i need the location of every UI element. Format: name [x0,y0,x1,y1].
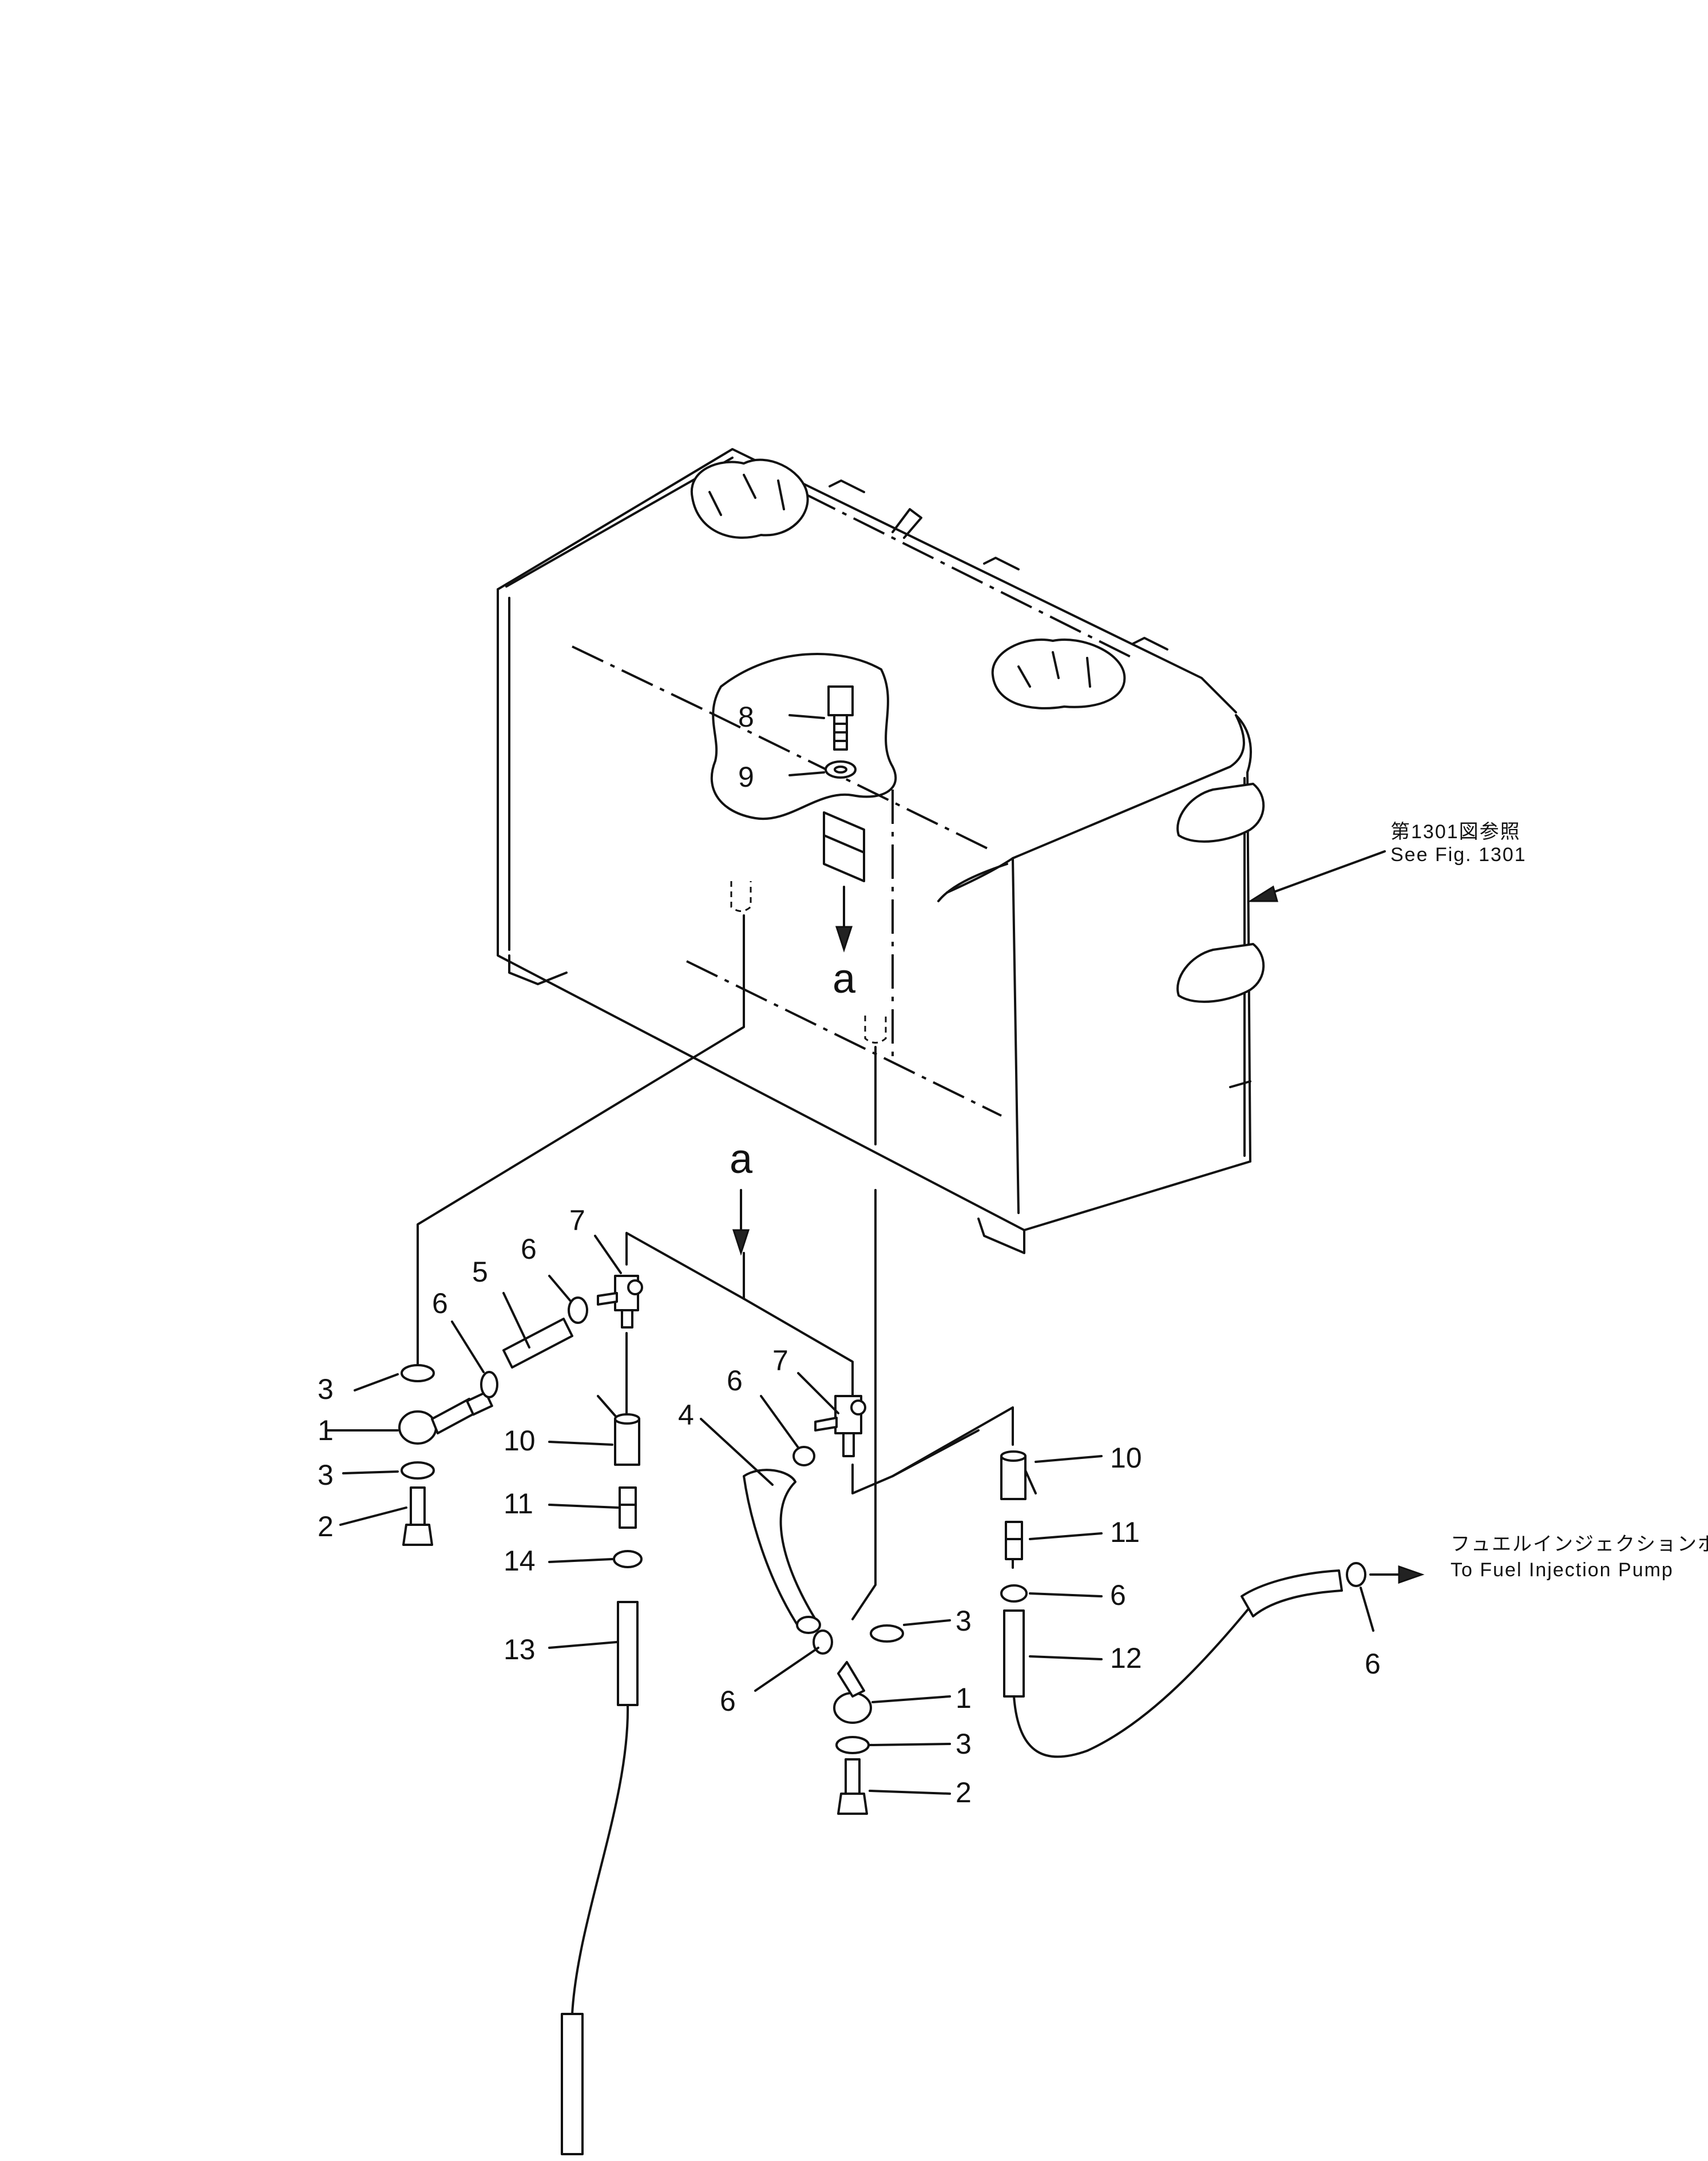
valve-7-b [814,1395,866,1457]
label-4: 4 [678,1399,694,1431]
clamp-14 [613,1550,643,1568]
label-11-l: 11 [504,1488,533,1520]
label-3-ul: 3 [318,1373,334,1405]
washer-3-upper-right [870,1624,904,1643]
label-12: 12 [1110,1642,1142,1674]
label-13: 13 [504,1633,536,1666]
label-9: 9 [738,761,754,793]
label-8: 8 [738,701,754,733]
cock-10-right [1000,1450,1037,1500]
label-7-a: 7 [569,1204,585,1236]
see-fig-note-en: See Fig. 1301 [1390,844,1527,866]
clamp-6-f [1346,1562,1366,1587]
clamp-6-b [568,1296,588,1324]
nipple-11-right [1005,1521,1023,1560]
hose-12 [1003,1569,1343,1758]
label-3-ll: 3 [318,1459,334,1491]
label-14: 14 [504,1545,536,1577]
label-3-ur: 3 [956,1605,972,1637]
label-6-e: 6 [1110,1579,1126,1611]
fuel-tank [497,448,1265,1254]
pump-note-jp: フュエルインジェクションポンプへ [1451,1533,1708,1555]
label-2-r: 2 [956,1777,972,1809]
label-1-r: 1 [956,1682,972,1714]
label-2-l: 2 [318,1510,334,1543]
cock-10-left [597,1395,640,1466]
label-a-tank: a [833,956,856,1002]
hose-13 [561,1601,639,2155]
banjo-1-left [398,1391,493,1445]
clamp-6-e [1000,1584,1028,1603]
see-fig-note-jp: 第1301図参照 [1390,821,1521,843]
pump-note-en: To Fuel Injection Pump [1451,1559,1674,1581]
bolt-2-right [837,1758,868,1815]
bolt-8 [827,685,854,751]
banjo-1-right [833,1661,872,1724]
bolt-2-left [402,1486,433,1546]
label-6-d: 6 [720,1685,736,1717]
hose-5 [502,1318,573,1369]
hose-4 [743,1469,821,1634]
label-10-r: 10 [1110,1442,1142,1474]
label-1-l: 1 [318,1414,334,1446]
label-6-c: 6 [727,1365,743,1397]
label-6-b: 6 [432,1287,448,1319]
label-a-view: a [730,1136,753,1182]
nipple-11-left [619,1486,637,1529]
clamp-6-c [792,1446,815,1466]
label-5: 5 [472,1256,488,1288]
washer-3-upper-left [401,1364,435,1382]
valve-7-a [597,1275,643,1329]
washer-3-lower-left [401,1461,435,1480]
washer-3-lower-right [835,1736,870,1754]
clamp-6-a [480,1371,498,1398]
label-7-b: 7 [772,1345,788,1377]
label-6-f: 6 [1365,1648,1381,1680]
washer-9 [825,760,857,779]
label-6-a: 6 [521,1233,537,1265]
label-3-lr: 3 [956,1728,972,1760]
label-10-l: 10 [504,1425,536,1457]
label-11-r: 11 [1110,1516,1140,1548]
